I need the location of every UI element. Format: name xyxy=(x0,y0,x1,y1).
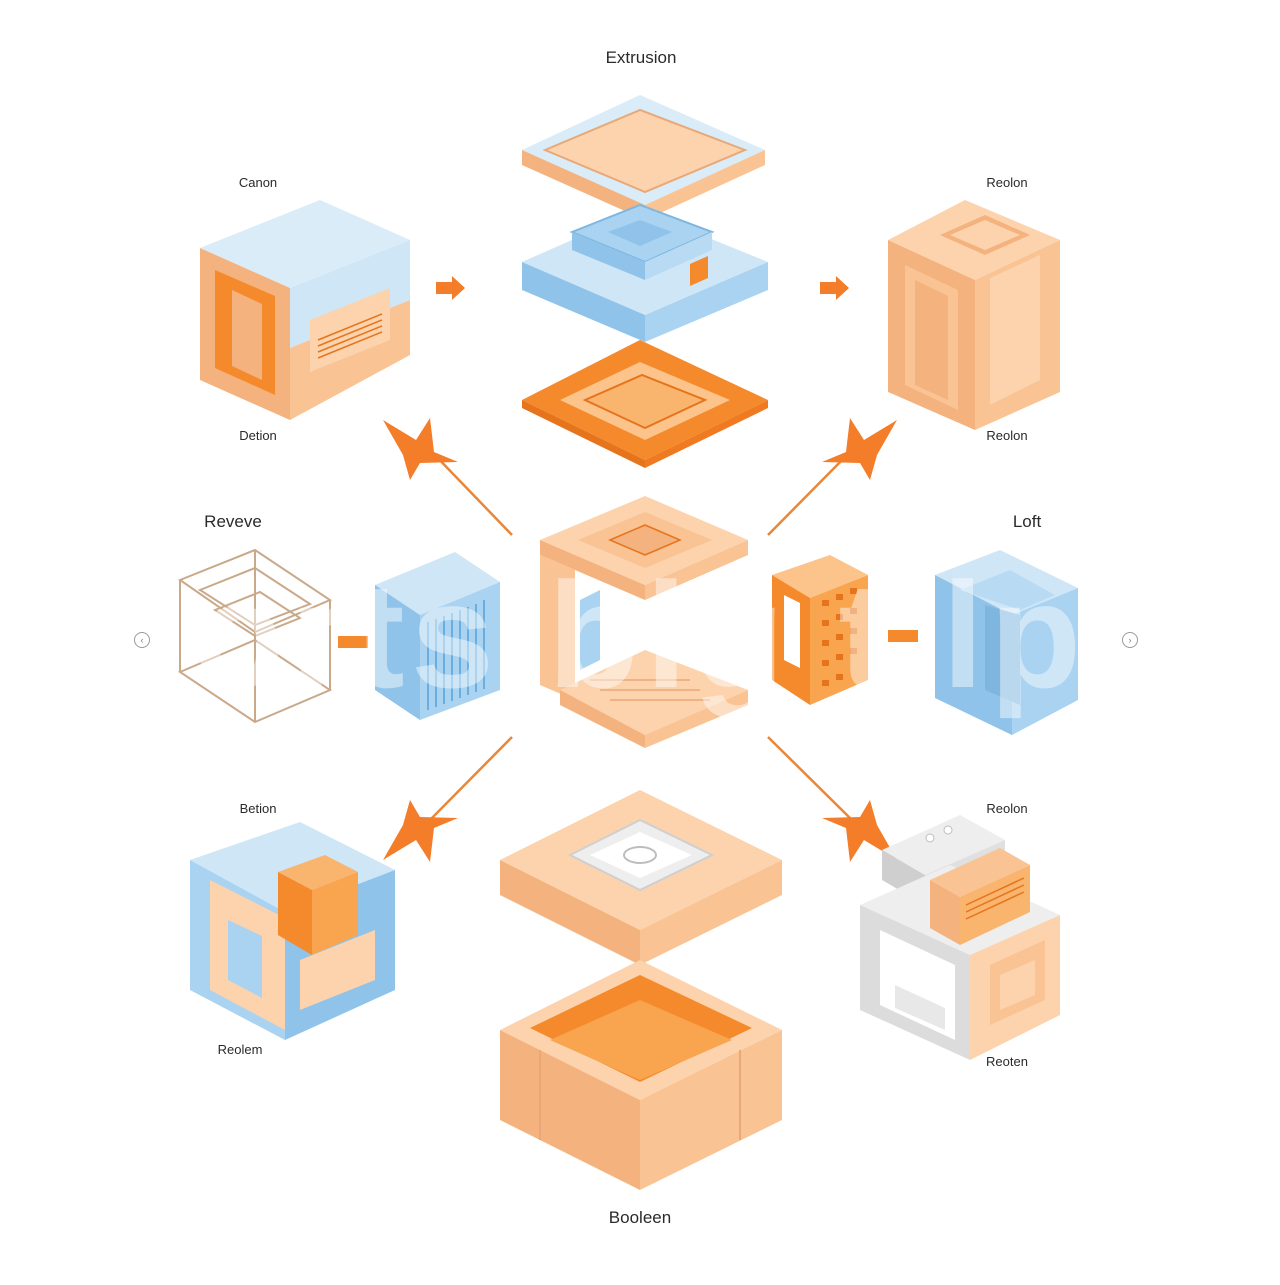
label-reolon-top-bottom: Reolon xyxy=(986,428,1028,443)
reveve-shapes xyxy=(177,548,500,724)
connector-bottom-left xyxy=(429,736,513,821)
arrow-star-top-right xyxy=(822,418,897,480)
label-canon: Canon xyxy=(238,175,278,190)
label-reveve: Reveve xyxy=(204,512,262,531)
label-reolem: Reolem xyxy=(217,1042,263,1057)
label-extrusion: Extrusion xyxy=(605,48,677,67)
betion-shape xyxy=(190,822,395,1040)
label-reolon-top: Reolon xyxy=(986,175,1028,190)
arrow-right-icon xyxy=(820,276,849,300)
wireframe-cube xyxy=(177,548,333,724)
label-reoten: Reoten xyxy=(986,1054,1028,1069)
connector-top-right xyxy=(767,449,853,536)
extrusion-stack xyxy=(522,95,768,468)
prev-icon[interactable]: ‹ xyxy=(134,632,150,648)
reolon-tall-shape xyxy=(888,200,1060,430)
center-core-shape xyxy=(540,496,748,748)
reolon-machine-shape xyxy=(860,815,1060,1060)
label-booleen: Booleen xyxy=(608,1208,672,1227)
arrow-star-bottom-left xyxy=(383,800,458,862)
label-detion: Detion xyxy=(239,428,277,443)
arrow-star-top-left xyxy=(383,418,458,480)
canon-shape xyxy=(200,200,410,420)
arrow-right-icon xyxy=(436,276,465,300)
booleen-shape xyxy=(500,790,782,1190)
next-icon[interactable]: › xyxy=(1122,632,1138,648)
label-betion: Betion xyxy=(239,801,277,816)
arrow-star-bottom-right xyxy=(822,800,897,862)
connector-bottom-right xyxy=(767,736,853,821)
label-loft: Loft xyxy=(1012,512,1042,531)
right-arrows xyxy=(436,276,849,300)
connectors xyxy=(429,449,853,821)
star-arrows xyxy=(383,418,897,862)
label-reolon-bottom: Reolon xyxy=(986,801,1028,816)
loft-shapes xyxy=(772,550,1078,735)
connector-top-left xyxy=(429,449,513,536)
